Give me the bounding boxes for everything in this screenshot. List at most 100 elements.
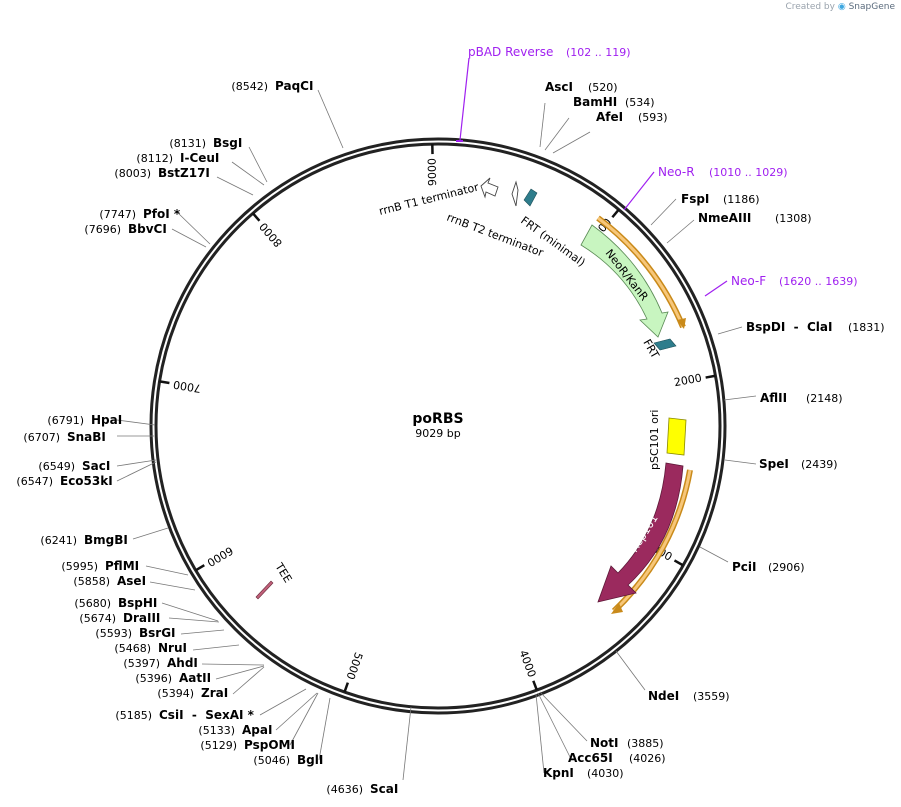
restriction-site-ascI[interactable]: AscI (520): [545, 80, 618, 94]
restriction-site-bsrGI[interactable]: (5593) BsrGI: [95, 626, 175, 640]
restriction-site-sacI[interactable]: (6549) SacI: [38, 459, 110, 473]
restriction-site-speI[interactable]: SpeI (2439): [759, 457, 838, 471]
primer-pbad-reverse-range: (102 .. 119): [566, 46, 631, 59]
primer-neo-f-name: Neo-F: [731, 274, 766, 288]
restriction-site-aflII[interactable]: AflII (2148): [760, 391, 843, 405]
restriction-site-bspDI-claI[interactable]: BspDI - ClaI (1831): [746, 320, 885, 334]
restriction-site-snaBI[interactable]: (6707) SnaBI: [23, 430, 105, 444]
restriction-site-apaI[interactable]: (5133) ApaI: [198, 723, 272, 737]
credit-brand: SnapGene: [848, 2, 895, 12]
site-pos: (7747): [99, 208, 136, 221]
site-pos: (5674): [79, 612, 116, 625]
site-name: AflII: [760, 391, 787, 405]
primer-neo-f[interactable]: Neo-F (1620 .. 1639): [704, 274, 858, 297]
snapgene-logo-icon: ◉: [837, 2, 846, 12]
site-name: ScaI: [370, 782, 398, 796]
restriction-site-pspOMI[interactable]: (5129) PspOMI: [200, 738, 295, 752]
restriction-site-eco53kI[interactable]: (6547) Eco53kI: [16, 474, 112, 488]
restriction-site-bglI[interactable]: (5046) BglI: [253, 753, 323, 767]
restriction-site-bstZ17I[interactable]: (8003) BstZ17I: [114, 166, 209, 180]
restriction-site-bamHI[interactable]: BamHI (534): [573, 95, 655, 109]
restriction-site-bsgI[interactable]: (8131) BsgI: [169, 136, 242, 150]
restriction-site-pfoI[interactable]: (7747) PfoI *: [99, 207, 180, 221]
restriction-site-nmeAIII[interactable]: NmeAIII (1308): [698, 211, 812, 225]
site-pos: (8542): [231, 80, 268, 93]
site-pos: (5468): [114, 642, 151, 655]
restriction-site-fspI[interactable]: FspI (1186): [681, 192, 760, 206]
site-pos: (8112): [136, 152, 173, 165]
site-name: ZraI: [201, 686, 228, 700]
site-name: AscI: [545, 80, 573, 94]
site-pos: (3559): [693, 690, 730, 703]
feature-tee-label: TEE: [272, 560, 295, 585]
site-name: BsrGI: [139, 626, 176, 640]
site-name: BspDI - ClaI: [746, 320, 832, 334]
tick-mark: [532, 680, 538, 691]
primer-neo-r[interactable]: Neo-R (1010 .. 1029): [623, 165, 788, 211]
feature-frt-minimal[interactable]: FRT (minimal): [518, 188, 588, 269]
plasmid-length: 9029 bp: [415, 427, 460, 440]
site-pos: (8131): [169, 137, 206, 150]
site-pos: (5396): [135, 672, 172, 685]
site-pos: (6707): [23, 431, 60, 444]
credit-prefix: Created by: [785, 2, 835, 12]
site-pos: (6549): [38, 460, 75, 473]
restriction-site-nruI[interactable]: (5468) NruI: [114, 641, 187, 655]
site-pos: (1831): [848, 321, 885, 334]
restriction-site-kpnI[interactable]: KpnI (4030): [543, 766, 624, 780]
feature-frt[interactable]: FRT: [640, 337, 677, 361]
restriction-site-scaI[interactable]: (4636) ScaI: [326, 782, 398, 796]
backbone-inner: [154, 142, 722, 710]
restriction-site-zraI[interactable]: (5394) ZraI: [157, 686, 228, 700]
restriction-site-csiI-sexAI[interactable]: (5185) CsiI - SexAI *: [115, 708, 254, 722]
restriction-site-paqCI[interactable]: (8542) PaqCI: [231, 79, 313, 93]
site-pos: (5995): [61, 560, 98, 573]
primer-neo-r-name: Neo-R: [658, 165, 695, 179]
tick-label: 2000: [673, 371, 703, 389]
site-name: KpnI: [543, 766, 574, 780]
site-pos: (2439): [801, 458, 838, 471]
snapgene-credit: Created by ◉ SnapGene: [785, 2, 895, 12]
restriction-site-ahdI[interactable]: (5397) AhdI: [123, 656, 197, 670]
restriction-site-acc65I[interactable]: Acc65I (4026): [568, 751, 666, 765]
site-pos: (6547): [16, 475, 53, 488]
site-pos: (1308): [775, 212, 812, 225]
restriction-site-pciI[interactable]: PciI (2906): [732, 560, 805, 574]
site-name: NdeI: [648, 689, 679, 703]
site-pos: (5394): [157, 687, 194, 700]
restriction-site-draIII[interactable]: (5674) DraIII: [79, 611, 160, 625]
restriction-site-aseI[interactable]: (5858) AseI: [73, 574, 146, 588]
site-name: NotI: [590, 736, 619, 750]
tick-mark: [705, 374, 716, 379]
restriction-site-pflMI[interactable]: (5995) PflMI: [61, 559, 139, 573]
tick-mark: [159, 380, 170, 385]
site-pos: (2906): [768, 561, 805, 574]
restriction-site-aatII[interactable]: (5396) AatII: [135, 671, 211, 685]
tick-label: 8000: [257, 220, 285, 250]
restriction-site-i-ceuI[interactable]: (8112) I-CeuI: [136, 151, 219, 165]
restriction-site-notI[interactable]: NotI (3885): [590, 736, 664, 750]
restriction-site-bbvCI[interactable]: (7696) BbvCI: [84, 222, 166, 236]
restriction-site-bspHI[interactable]: (5680) BspHI: [74, 596, 157, 610]
restriction-site-bmgBI[interactable]: (6241) BmgBI: [40, 533, 127, 547]
site-pos: (5046): [253, 754, 290, 767]
site-name: CsiI - SexAI *: [159, 708, 255, 722]
feature-neor-kanr-label: NeoR/KanR: [603, 247, 651, 304]
tick-label: 5000: [344, 650, 366, 681]
site-name: FspI: [681, 192, 709, 206]
site-name: BsgI: [213, 136, 242, 150]
site-name: AhdI: [167, 656, 198, 670]
tick-label: 9000: [426, 158, 440, 186]
restriction-site-hpaI[interactable]: (6791) HpaI: [47, 413, 122, 427]
site-name: Eco53kI: [60, 474, 113, 488]
primer-neo-r-range: (1010 .. 1029): [709, 166, 788, 179]
feature-tee[interactable]: TEE: [255, 560, 295, 600]
restriction-site-afeI[interactable]: AfeI (593): [596, 110, 668, 124]
primer-pbad-reverse[interactable]: pBAD Reverse (102 .. 119): [456, 45, 631, 142]
site-name: BspHI: [118, 596, 157, 610]
site-name: BmgBI: [84, 533, 128, 547]
feature-psc101-ori[interactable]: pSC101 ori: [648, 410, 687, 470]
site-pos: (4026): [629, 752, 666, 765]
restriction-site-ndeI[interactable]: NdeI (3559): [648, 689, 730, 703]
site-pos: (5593): [95, 627, 132, 640]
